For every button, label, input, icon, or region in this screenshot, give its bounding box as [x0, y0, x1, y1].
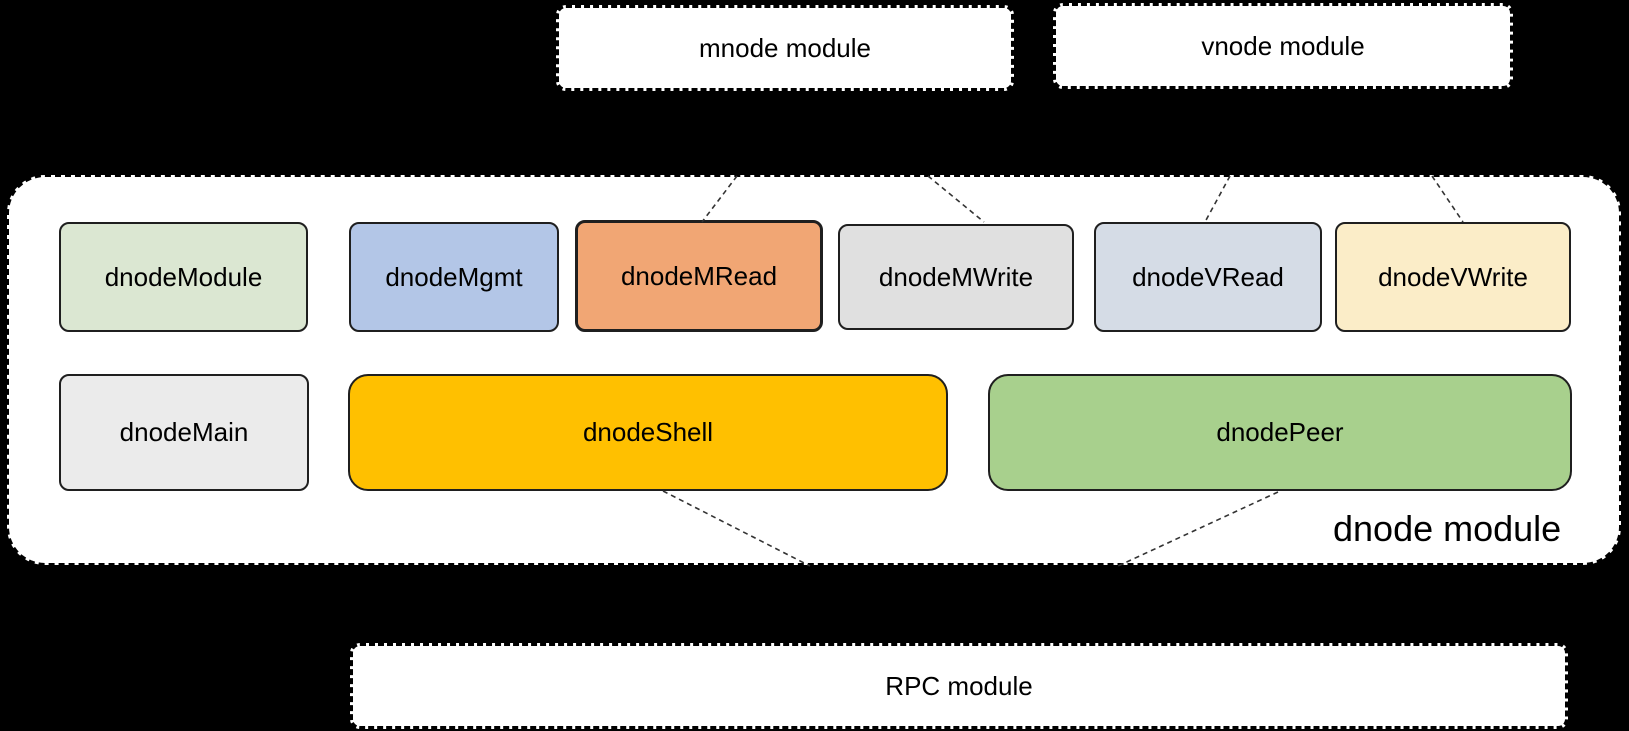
dnodeMgmt-label: dnodeMgmt — [385, 261, 523, 292]
vnode-module-box: vnode module — [1053, 3, 1513, 89]
dnodeMRead-label: dnodeMRead — [620, 260, 778, 291]
dnodeMWrite-label: dnodeMWrite — [878, 261, 1034, 292]
mnode-module-box: mnode module — [556, 5, 1014, 91]
rpc-module-box: RPC module — [350, 643, 1568, 729]
dnodeShell-box: dnodeShell — [348, 374, 948, 491]
dnodeModule-label: dnodeModule — [104, 261, 263, 292]
dnodeMain-label: dnodeMain — [119, 417, 249, 447]
dnodeVRead-label: dnodeVRead — [1132, 261, 1284, 292]
dnodeVWrite-box: dnodeVWrite — [1335, 222, 1571, 332]
dnodePeer-label: dnodePeer — [1216, 417, 1344, 447]
mnode-module-label: mnode module — [699, 32, 871, 63]
dnodeModule-box: dnodeModule — [59, 222, 308, 332]
vnode-module-label: vnode module — [1201, 30, 1365, 61]
dnodeMain-box: dnodeMain — [59, 374, 309, 491]
dnodeMgmt-box: dnodeMgmt — [349, 222, 559, 332]
dnodeMRead-box: dnodeMRead — [575, 220, 823, 332]
dnodeVRead-box: dnodeVRead — [1094, 222, 1322, 332]
dnodeShell-label: dnodeShell — [582, 417, 714, 447]
dnodeMWrite-box: dnodeMWrite — [838, 224, 1074, 330]
dnode-module-label: dnode module — [1333, 508, 1562, 549]
dnodePeer-box: dnodePeer — [988, 374, 1572, 491]
dnodeVWrite-label: dnodeVWrite — [1378, 261, 1528, 292]
rpc-module-label: RPC module — [885, 670, 1033, 701]
